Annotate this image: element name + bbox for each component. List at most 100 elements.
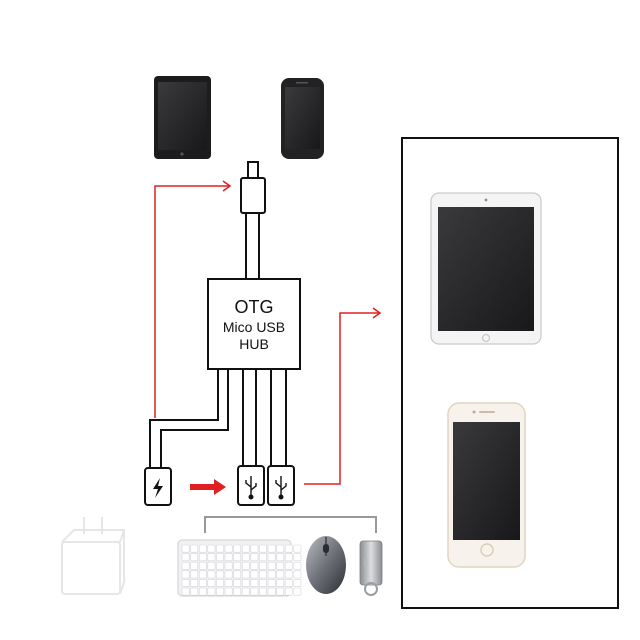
keyboard-key <box>224 544 233 553</box>
arrow-charge-to-top <box>154 180 232 418</box>
keyboard-key <box>207 561 216 570</box>
keyboard-key <box>241 553 250 562</box>
keyboard-key <box>207 553 216 562</box>
keyboard-key <box>190 553 199 562</box>
keyboard-key <box>198 561 207 570</box>
power-adapter <box>61 517 126 595</box>
ipad-white <box>430 192 542 345</box>
keyboard-key <box>241 579 250 587</box>
top-phone <box>281 78 324 159</box>
keyboard-key <box>198 544 207 553</box>
keyboard-key <box>224 579 233 587</box>
keyboard-key <box>276 570 285 579</box>
mouse <box>306 536 346 594</box>
keyboard-key <box>224 553 233 562</box>
keyboard-key <box>267 587 276 596</box>
keyboard-key <box>190 587 199 596</box>
keyboard-key <box>216 579 224 587</box>
keyboard-key <box>284 570 293 579</box>
keyboard-key <box>250 587 259 596</box>
keyboard-key <box>233 579 242 587</box>
keyboard-key <box>284 579 293 587</box>
keyboard-key <box>190 561 199 570</box>
keyboard-key <box>276 561 285 570</box>
iphone-gold <box>447 402 526 568</box>
keyboard-key <box>267 544 276 553</box>
keyboard-key <box>216 544 224 553</box>
keyboard <box>177 539 302 597</box>
keyboard-key <box>198 587 207 596</box>
keyboard-key <box>181 544 190 553</box>
keyboard-key <box>250 561 259 570</box>
usb-flash-drive <box>359 540 383 596</box>
keyboard-key <box>250 553 259 562</box>
keyboard-key <box>241 544 250 553</box>
keyboard-key <box>190 544 199 553</box>
arrow-charge-to-ports <box>190 479 226 495</box>
charge-connector <box>144 467 172 506</box>
keyboard-key <box>267 570 276 579</box>
keyboard-key <box>267 553 276 562</box>
keyboard-key <box>259 544 267 553</box>
keyboard-key <box>284 587 293 596</box>
keyboard-key <box>216 553 224 562</box>
usb-symbol-icon <box>275 476 287 500</box>
keyboard-key <box>293 553 302 562</box>
keyboard-key <box>241 587 250 596</box>
keyboard-key <box>233 570 242 579</box>
hub-label-mico-usb: Mico USB <box>222 319 286 335</box>
keyboard-key <box>233 544 242 553</box>
keyboard-key <box>267 579 276 587</box>
keyboard-key <box>293 561 302 570</box>
keyboard-key <box>181 570 190 579</box>
keyboard-key <box>241 561 250 570</box>
keyboard-key <box>190 570 199 579</box>
top-tablet <box>154 76 211 159</box>
keyboard-key <box>181 561 190 570</box>
keyboard-key <box>198 553 207 562</box>
keyboard-key <box>276 544 285 553</box>
keyboard-key <box>198 579 207 587</box>
keyboard-key <box>216 570 224 579</box>
keyboard-key <box>259 587 267 596</box>
hub-cables <box>149 369 287 468</box>
hub-label-otg: OTG <box>234 297 274 317</box>
keyboard-key <box>293 544 302 553</box>
usb-port-left <box>237 465 265 506</box>
keyboard-key <box>233 553 242 562</box>
usb-symbol-icon <box>245 476 257 500</box>
keyboard-key <box>207 579 216 587</box>
keyboard-key <box>250 570 259 579</box>
keyboard-key <box>207 587 216 596</box>
micro-usb-connector <box>240 161 266 279</box>
keyboard-key <box>241 570 250 579</box>
peripherals-bracket <box>204 516 377 533</box>
hub-box <box>207 278 301 370</box>
keyboard-key <box>276 553 285 562</box>
keyboard-key <box>207 570 216 579</box>
keyboard-key <box>293 587 302 596</box>
keyboard-key <box>276 587 285 596</box>
keyboard-key <box>293 579 302 587</box>
keyboard-key <box>216 587 224 596</box>
keyboard-key <box>267 561 276 570</box>
keyboard-key <box>233 561 242 570</box>
keyboard-key <box>233 587 242 596</box>
keyboard-key <box>250 579 259 587</box>
keyboard-key <box>181 587 190 596</box>
keyboard-key <box>284 553 293 562</box>
keyboard-key <box>224 570 233 579</box>
keyboard-key <box>250 544 259 553</box>
keyboard-key <box>259 553 267 562</box>
hub-label-hub: HUB <box>239 336 269 352</box>
keyboard-key <box>259 561 267 570</box>
keyboard-key <box>181 553 190 562</box>
keyboard-key <box>224 587 233 596</box>
lightning-bolt-icon <box>153 478 163 498</box>
keyboard-key <box>293 570 302 579</box>
keyboard-key <box>207 544 216 553</box>
keyboard-key <box>284 561 293 570</box>
keyboard-key <box>276 579 285 587</box>
keyboard-key <box>259 579 267 587</box>
